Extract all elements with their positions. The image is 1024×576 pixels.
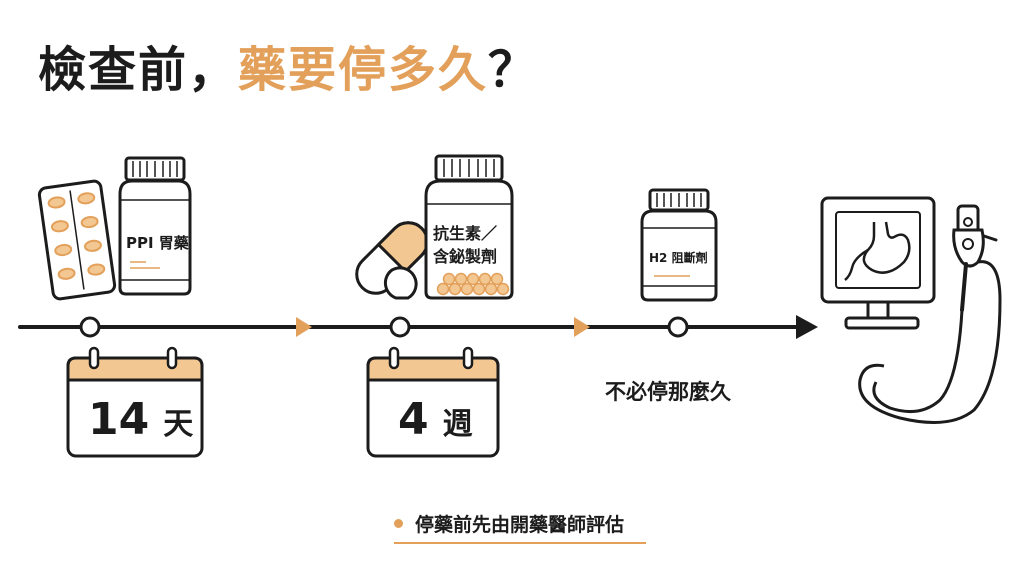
bullet-dot-icon [394,519,403,528]
timeline-node [667,316,689,338]
ppi-bottle-label: PPI 胃藥 [126,234,189,252]
ppi-duration: 14 天 [88,394,193,445]
medicine-bottle-icon [640,188,718,302]
timeline [18,315,818,339]
antibiotic-duration-unit: 週 [442,407,473,442]
timeline-node [389,316,411,338]
title-prefix: 檢查前， [38,42,239,98]
stomach-monitor-icon [820,196,936,330]
title-suffix: ？ [488,42,539,98]
antibiotic-bottle-label-line1: 抗生素／ [433,224,498,243]
h2-duration: 不必停那麼久 [605,380,731,404]
endoscope-icon [858,204,1002,424]
calendar-icon [366,346,500,458]
calendar-icon [66,346,204,458]
antibiotic-bottle-label-line2: 含鉍製劑 [433,247,498,266]
title-highlight: 藥要停多久 [238,42,489,98]
doctor-note: 停藥前先由開藥醫師評估 [394,510,646,537]
capsule-icon [355,221,429,300]
medicine-bottle-icon [118,156,192,296]
antibiotic-duration: 4 週 [398,394,473,445]
timeline-arrow-icon [796,315,818,339]
ppi-duration-number: 14 [88,394,150,445]
antibiotic-duration-number: 4 [398,394,429,445]
ppi-duration-unit: 天 [163,407,194,442]
timeline-step-arrow-icon [296,317,312,337]
doctor-note-text: 停藥前先由開藥醫師評估 [415,514,625,536]
medicine-bottle-icon [424,154,514,300]
timeline-step-arrow-icon [574,317,590,337]
timeline-node [79,316,101,338]
note-underline [394,542,646,544]
page-title: 檢查前，藥要停多久？ [38,40,538,100]
h2-bottle-label: H2 阻斷劑 [649,251,708,265]
blister-pack-icon [37,179,117,301]
